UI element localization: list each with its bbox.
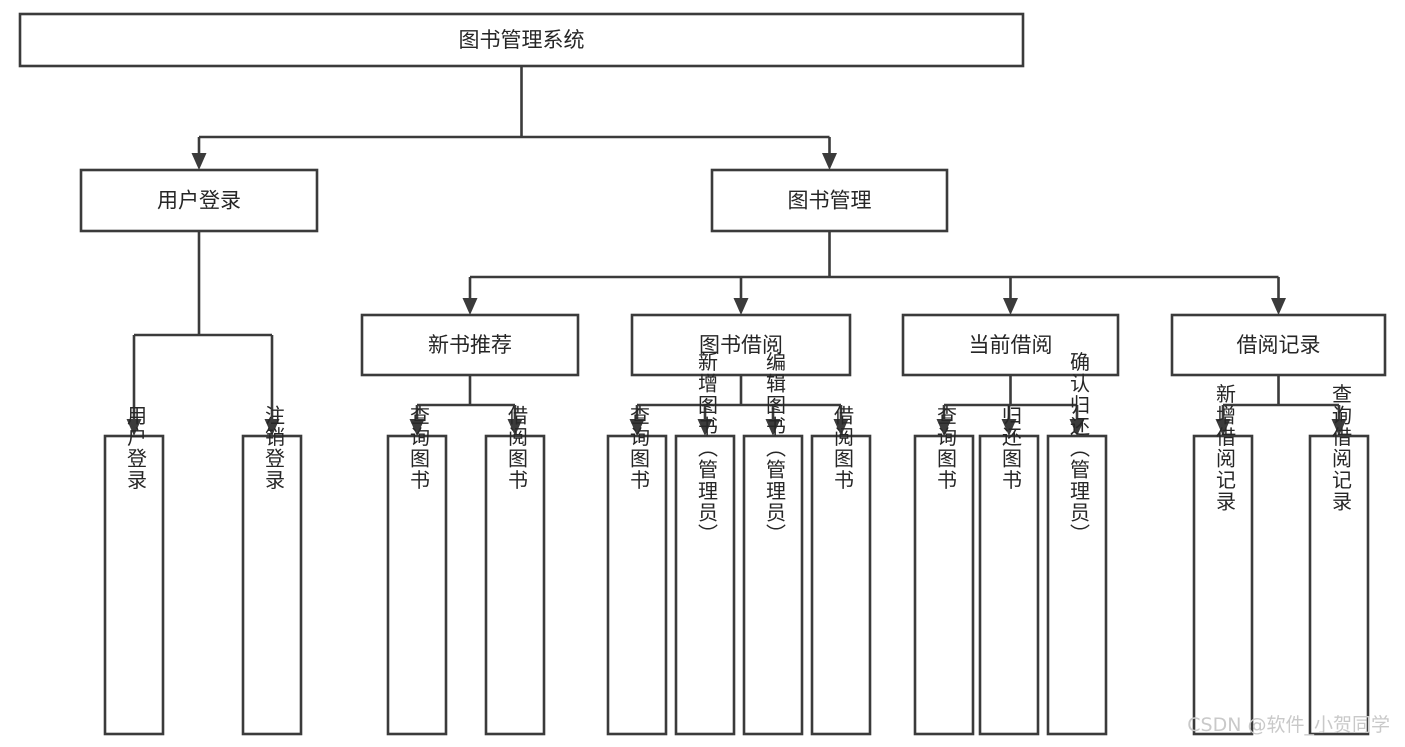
arrow-head-icon <box>833 419 849 436</box>
node-leaf-return-book[interactable]: 归还图书 <box>978 405 1040 736</box>
node-box-leaf-query-book-borrow <box>606 434 668 736</box>
node-label-book-borrow: 图书借阅 <box>699 333 783 357</box>
node-box-leaf-user-login <box>103 434 165 736</box>
node-label-leaf-query-book-borrow: 查询图书 <box>627 405 651 491</box>
node-label-user-login: 用户登录 <box>157 189 241 213</box>
node-leaf-logout[interactable]: 注销登录 <box>241 405 303 736</box>
node-leaf-query-borrow-record[interactable]: 查询借阅记录 <box>1308 383 1370 736</box>
connector-conn-new-book-recommend <box>409 375 523 436</box>
arrow-head-icon <box>1003 298 1018 315</box>
node-new-book-recommend[interactable]: 新书推荐 <box>360 313 580 377</box>
node-borrow-records[interactable]: 借阅记录 <box>1170 313 1387 377</box>
connector-conn-book-borrow <box>629 375 849 436</box>
arrow-head-icon <box>191 153 207 170</box>
node-leaf-edit-book-admin[interactable]: 编辑图书（管理员） <box>742 351 804 736</box>
node-leaf-query-book-current[interactable]: 查询图书 <box>913 405 975 736</box>
node-box-leaf-return-book <box>978 434 1040 736</box>
node-label-leaf-query-book-current: 查询图书 <box>934 405 958 491</box>
node-leaf-add-borrow-record[interactable]: 新增借阅记录 <box>1192 383 1254 736</box>
node-book-borrow[interactable]: 图书借阅 <box>630 313 852 377</box>
connector-conn-current-borrow <box>936 375 1085 436</box>
arrow-head-icon <box>733 298 749 315</box>
node-box-book-borrow <box>630 313 852 377</box>
node-label-new-book-recommend: 新书推荐 <box>428 333 512 357</box>
node-label-leaf-return-book: 归还图书 <box>999 405 1023 491</box>
node-box-current-borrow <box>901 313 1120 377</box>
node-box-leaf-borrow-book-recommend <box>484 434 546 736</box>
arrow-head-icon <box>1069 419 1085 436</box>
arrow-head-icon <box>765 419 781 436</box>
node-box-user-login <box>79 168 319 233</box>
node-current-borrow[interactable]: 当前借阅 <box>901 313 1120 377</box>
node-box-borrow-records <box>1170 313 1387 377</box>
arrow-head-icon <box>1215 419 1231 436</box>
node-box-leaf-add-borrow-record <box>1192 434 1254 736</box>
arrow-head-icon <box>1271 298 1286 315</box>
node-label-leaf-borrow-book-recommend: 借阅图书 <box>505 405 529 491</box>
arrow-head-icon <box>126 419 142 436</box>
node-label-leaf-add-borrow-record: 新增借阅记录 <box>1213 383 1237 512</box>
connector-conn-borrow-records <box>1215 375 1347 436</box>
connector-layer <box>126 66 1347 436</box>
node-label-leaf-query-borrow-record: 查询借阅记录 <box>1329 383 1353 512</box>
connector-conn-user-login <box>126 231 280 436</box>
node-box-leaf-add-book-admin <box>674 434 736 736</box>
arrow-head-icon <box>409 419 425 436</box>
connector-conn-book-management <box>462 231 1286 315</box>
node-leaf-query-book-borrow[interactable]: 查询图书 <box>606 405 668 736</box>
arrow-head-icon <box>1001 419 1017 436</box>
node-leaf-borrow-book-recommend[interactable]: 借阅图书 <box>484 405 546 736</box>
node-label-leaf-query-book-recommend: 查询图书 <box>407 405 431 491</box>
node-label-leaf-logout: 注销登录 <box>262 405 286 491</box>
arrow-head-icon <box>697 419 713 436</box>
arrow-head-icon <box>1331 419 1347 436</box>
node-box-leaf-logout <box>241 434 303 736</box>
node-book-management[interactable]: 图书管理 <box>710 168 949 233</box>
csdn-watermark: CSDN @软件_小贺同学 <box>1187 714 1390 736</box>
node-leaf-query-book-recommend[interactable]: 查询图书 <box>386 405 448 736</box>
node-label-leaf-confirm-return-admin: 确认归还（管理员） <box>1067 351 1091 545</box>
node-box-root <box>18 12 1025 68</box>
node-leaf-confirm-return-admin[interactable]: 确认归还（管理员） <box>1046 351 1108 736</box>
node-leaf-add-book-admin[interactable]: 新增图书（管理员） <box>674 351 736 736</box>
arrow-head-icon <box>936 419 952 436</box>
node-label-book-management: 图书管理 <box>788 189 872 213</box>
arrow-head-icon <box>507 419 523 436</box>
node-box-new-book-recommend <box>360 313 580 377</box>
node-leaf-borrow-book[interactable]: 借阅图书 <box>810 405 872 736</box>
node-box-book-management <box>710 168 949 233</box>
node-box-leaf-query-book-recommend <box>386 434 448 736</box>
node-label-borrow-records: 借阅记录 <box>1237 333 1321 357</box>
node-box-leaf-borrow-book <box>810 434 872 736</box>
node-user-login[interactable]: 用户登录 <box>79 168 319 233</box>
node-label-current-borrow: 当前借阅 <box>969 333 1053 357</box>
node-root[interactable]: 图书管理系统 <box>18 12 1025 68</box>
node-label-leaf-borrow-book: 借阅图书 <box>831 405 855 491</box>
node-layer: 图书管理系统用户登录图书管理新书推荐图书借阅当前借阅借阅记录用户登录注销登录查询… <box>18 12 1387 736</box>
node-box-leaf-query-book-current <box>913 434 975 736</box>
arrow-head-icon <box>822 153 837 170</box>
node-label-leaf-edit-book-admin: 编辑图书（管理员） <box>763 351 787 545</box>
arrow-head-icon <box>629 419 645 436</box>
node-leaf-user-login[interactable]: 用户登录 <box>103 405 165 736</box>
node-box-leaf-edit-book-admin <box>742 434 804 736</box>
node-label-leaf-add-book-admin: 新增图书（管理员） <box>695 351 719 545</box>
node-box-leaf-query-borrow-record <box>1308 434 1370 736</box>
node-box-leaf-confirm-return-admin <box>1046 434 1108 736</box>
connector-conn-root <box>191 66 837 170</box>
arrow-head-icon <box>264 419 280 436</box>
node-label-root: 图书管理系统 <box>459 28 585 52</box>
arrow-head-icon <box>462 298 478 315</box>
node-label-leaf-user-login: 用户登录 <box>124 405 148 491</box>
